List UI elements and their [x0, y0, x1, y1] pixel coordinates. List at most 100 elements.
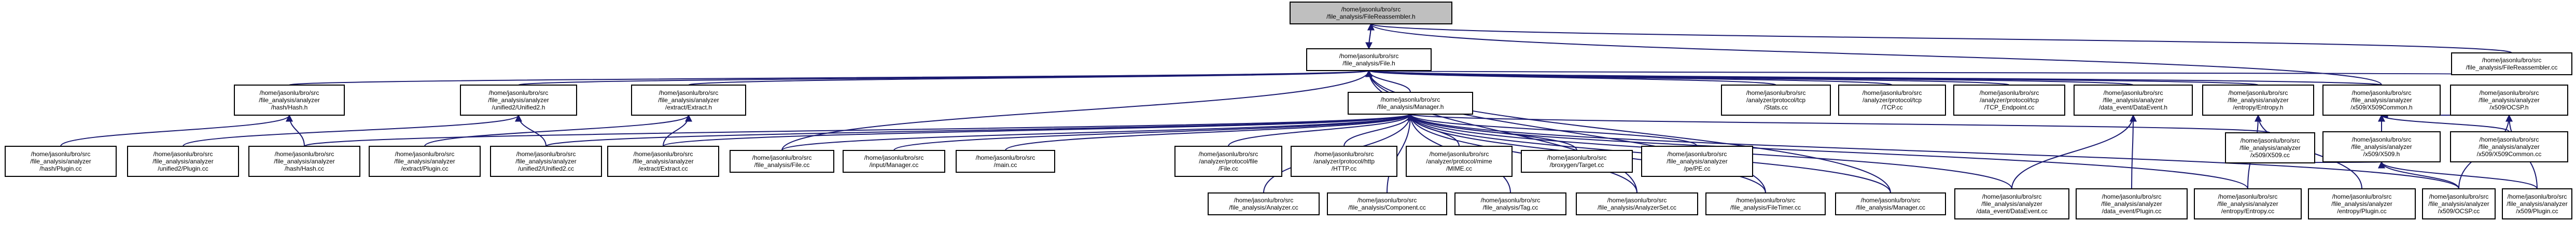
- node-box: [1838, 85, 1946, 116]
- node-x509-x509-h[interactable]: /home/jasonlu/bro/src/file_analysis/anal…: [2322, 131, 2441, 162]
- node-file-h[interactable]: /home/jasonlu/bro/src/file_analysis/File…: [1306, 48, 1432, 71]
- node-label-line: /analyzer/protocol/file: [1199, 158, 1258, 165]
- node-manager-cc[interactable]: /home/jasonlu/bro/src/file_analysis/Mana…: [1835, 192, 1946, 215]
- node-file-cc[interactable]: /home/jasonlu/bro/src/file_analysis/File…: [730, 150, 834, 173]
- node-unified2-unified2-cc[interactable]: /home/jasonlu/bro/src/file_analysis/anal…: [490, 146, 602, 177]
- node-box: [1576, 192, 1698, 215]
- node-data-event-plugin-cc[interactable]: /home/jasonlu/bro/src/file_analysis/anal…: [2076, 188, 2188, 219]
- node-label-line: /file_analysis/File.h: [1342, 60, 1395, 67]
- node-unified2-unified2-h[interactable]: /home/jasonlu/bro/src/file_analysis/anal…: [460, 85, 577, 116]
- node-x509-x509common-cc[interactable]: /home/jasonlu/bro/src/file_analysis/anal…: [2450, 131, 2568, 162]
- node-box: [1406, 146, 1513, 177]
- node-analyzerset-cc[interactable]: /home/jasonlu/bro/src/file_analysis/Anal…: [1576, 192, 1698, 215]
- node-label-line: /hash/Hash.cc: [285, 165, 324, 172]
- node-box: [234, 85, 345, 116]
- edge-line: [893, 113, 1414, 151]
- node-label-line: /file_analysis/analyzer: [2507, 200, 2567, 208]
- edge-file-h-to-filereassembler-h: [1365, 23, 1373, 50]
- node-label-line: /file_analysis/FileReassembler.h: [1326, 13, 1415, 20]
- node-tcp-stats-cc[interactable]: /home/jasonlu/bro/src/analyzer/protocol/…: [1721, 85, 1831, 116]
- node-filetimer-cc[interactable]: /home/jasonlu/bro/src/file_analysis/File…: [1705, 192, 1826, 215]
- node-label-line: /File.cc: [1219, 165, 1238, 172]
- node-box: [5, 146, 117, 177]
- node-box: [127, 146, 239, 177]
- node-label-line: /x509/X509Common.cc: [2477, 150, 2542, 158]
- node-mime-mime-cc[interactable]: /home/jasonlu/bro/src/analyzer/protocol/…: [1406, 146, 1513, 177]
- node-entropy-plugin-cc[interactable]: /home/jasonlu/bro/src/file_analysis/anal…: [2308, 188, 2416, 219]
- node-label-line: /home/jasonlu/bro/src: [2480, 136, 2539, 143]
- node-tcp-tcp-endpoint-cc[interactable]: /home/jasonlu/bro/src/analyzer/protocol/…: [1953, 85, 2065, 116]
- node-x509-ocsp-cc[interactable]: /home/jasonlu/bro/src/file_analysis/anal…: [2422, 188, 2496, 219]
- node-tcp-tcp-cc[interactable]: /home/jasonlu/bro/src/analyzer/protocol/…: [1838, 85, 1946, 116]
- node-entropy-entropy-cc[interactable]: /home/jasonlu/bro/src/file_analysis/anal…: [2194, 188, 2302, 219]
- node-hash-plugin-cc[interactable]: /home/jasonlu/bro/src/file_analysis/anal…: [5, 146, 117, 177]
- node-box: [1953, 85, 2065, 116]
- node-input-manager-cc[interactable]: /home/jasonlu/bro/src/input/Manager.cc: [843, 150, 945, 173]
- edge-line: [2129, 114, 2137, 189]
- node-manager-h[interactable]: /home/jasonlu/bro/src/file_analysis/Mana…: [1348, 92, 1473, 115]
- node-broxygen-target-cc[interactable]: /home/jasonlu/bro/src/broxygen/Target.cc: [1521, 150, 1633, 173]
- node-tag-cc[interactable]: /home/jasonlu/bro/src/file_analysis/Tag.…: [1454, 192, 1566, 215]
- node-file-file-cc[interactable]: /home/jasonlu/bro/src/analyzer/protocol/…: [1174, 146, 1282, 177]
- node-label-line: /file_analysis/analyzer: [2351, 96, 2412, 104]
- node-label-line: /home/jasonlu/bro/src: [395, 150, 455, 158]
- node-label-line: /home/jasonlu/bro/src: [275, 150, 334, 158]
- edge-data-event-dataevent-h-to-data-event-plugin-cc: [2129, 114, 2137, 189]
- node-x509-ocsp-h[interactable]: /home/jasonlu/bro/src/file_analysis/anal…: [2450, 85, 2568, 116]
- node-label-line: /MIME.cc: [1446, 165, 1472, 172]
- node-extract-extract-cc[interactable]: /home/jasonlu/bro/src/file_analysis/anal…: [607, 146, 719, 177]
- node-label-line: /file_analysis/analyzer: [2479, 96, 2539, 104]
- node-label-line: /extract/Plugin.cc: [401, 165, 448, 172]
- node-main-cc[interactable]: /home/jasonlu/bro/src/main.cc: [956, 150, 1055, 173]
- node-data-event-dataevent-h[interactable]: /home/jasonlu/bro/src/file_analysis/anal…: [2074, 85, 2193, 116]
- edge-line: [424, 114, 692, 147]
- node-data-event-dataevent-cc[interactable]: /home/jasonlu/bro/src/file_analysis/anal…: [1954, 188, 2069, 219]
- node-label-line: /analyzer/protocol/tcp: [1746, 96, 1805, 104]
- node-label-line: /home/jasonlu/bro/src: [1481, 197, 1541, 204]
- node-box: [1306, 48, 1432, 71]
- edge-line: [1407, 113, 1698, 147]
- node-box: [1721, 85, 1831, 116]
- node-box: [2194, 188, 2302, 219]
- edge-file-h-to-x509-x509common-h: [1366, 70, 2382, 86]
- node-entropy-entropy-h[interactable]: /home/jasonlu/bro/src/file_analysis/anal…: [2202, 85, 2314, 116]
- node-label-line: /x509/Plugin.cc: [2516, 208, 2558, 215]
- node-box: [2076, 188, 2188, 219]
- edge-x509-x509-h-to-x509-ocsp-cc: [2378, 161, 2459, 189]
- node-label-line: /broxygen/Target.cc: [1550, 161, 1604, 169]
- node-label-line: /home/jasonlu/bro/src: [2241, 137, 2300, 144]
- node-label-line: /file_analysis/analyzer: [394, 158, 455, 165]
- node-hash-hash-h[interactable]: /home/jasonlu/bro/src/file_analysis/anal…: [234, 85, 345, 116]
- edge-line: [1365, 23, 1373, 50]
- node-analyzer-cc[interactable]: /home/jasonlu/bro/src/file_analysis/Anal…: [1208, 192, 1320, 215]
- node-hash-hash-cc[interactable]: /home/jasonlu/bro/src/file_analysis/anal…: [248, 146, 360, 177]
- node-component-cc[interactable]: /home/jasonlu/bro/src/file_analysis/Comp…: [1327, 192, 1447, 215]
- edge-line: [1407, 113, 2248, 189]
- node-label-line: /file_analysis/analyzer: [30, 158, 91, 165]
- node-box: [730, 150, 834, 173]
- node-x509-x509common-h[interactable]: /home/jasonlu/bro/src/file_analysis/anal…: [2322, 85, 2441, 116]
- edge-line: [781, 113, 1414, 151]
- node-x509-plugin-cc[interactable]: /home/jasonlu/bro/src/file_analysis/anal…: [2502, 188, 2572, 219]
- edge-line: [1228, 113, 1414, 147]
- node-unified2-plugin-cc[interactable]: /home/jasonlu/bro/src/file_analysis/anal…: [127, 146, 239, 177]
- node-label-line: /home/jasonlu/bro/src: [2508, 193, 2567, 200]
- node-pe-pe-cc[interactable]: /home/jasonlu/bro/src/file_analysis/anal…: [1641, 146, 1753, 177]
- node-label-line: /home/jasonlu/bro/src: [1234, 197, 1294, 204]
- node-label-line: /home/jasonlu/bro/src: [976, 154, 1035, 161]
- node-filereassembler-h[interactable]: /home/jasonlu/bro/src/file_analysis/File…: [1290, 2, 1452, 24]
- node-extract-plugin-cc[interactable]: /home/jasonlu/bro/src/file_analysis/anal…: [369, 146, 481, 177]
- node-label-line: /file_analysis/analyzer: [274, 158, 334, 165]
- node-label-line: /data_event/Plugin.cc: [2102, 208, 2162, 215]
- node-http-http-cc[interactable]: /home/jasonlu/bro/src/analyzer/protocol/…: [1291, 146, 1397, 177]
- node-label-line: /home/jasonlu/bro/src: [2332, 193, 2392, 200]
- node-box: [1454, 192, 1566, 215]
- node-label-line: /file_analysis/FileTimer.cc: [1730, 204, 1801, 211]
- edge-file-h-to-filereassembler-cc: [1368, 70, 2512, 78]
- node-filereassembler-cc[interactable]: /home/jasonlu/bro/src/file_analysis/File…: [2451, 52, 2572, 75]
- node-x509-x509-cc[interactable]: /home/jasonlu/bro/src/file_analysis/anal…: [2225, 132, 2315, 163]
- node-label-line: /home/jasonlu/bro/src: [1863, 89, 1922, 96]
- node-label-line: /file_analysis/analyzer: [1981, 200, 2042, 208]
- node-extract-extract-h[interactable]: /home/jasonlu/bro/src/file_analysis/anal…: [631, 85, 746, 116]
